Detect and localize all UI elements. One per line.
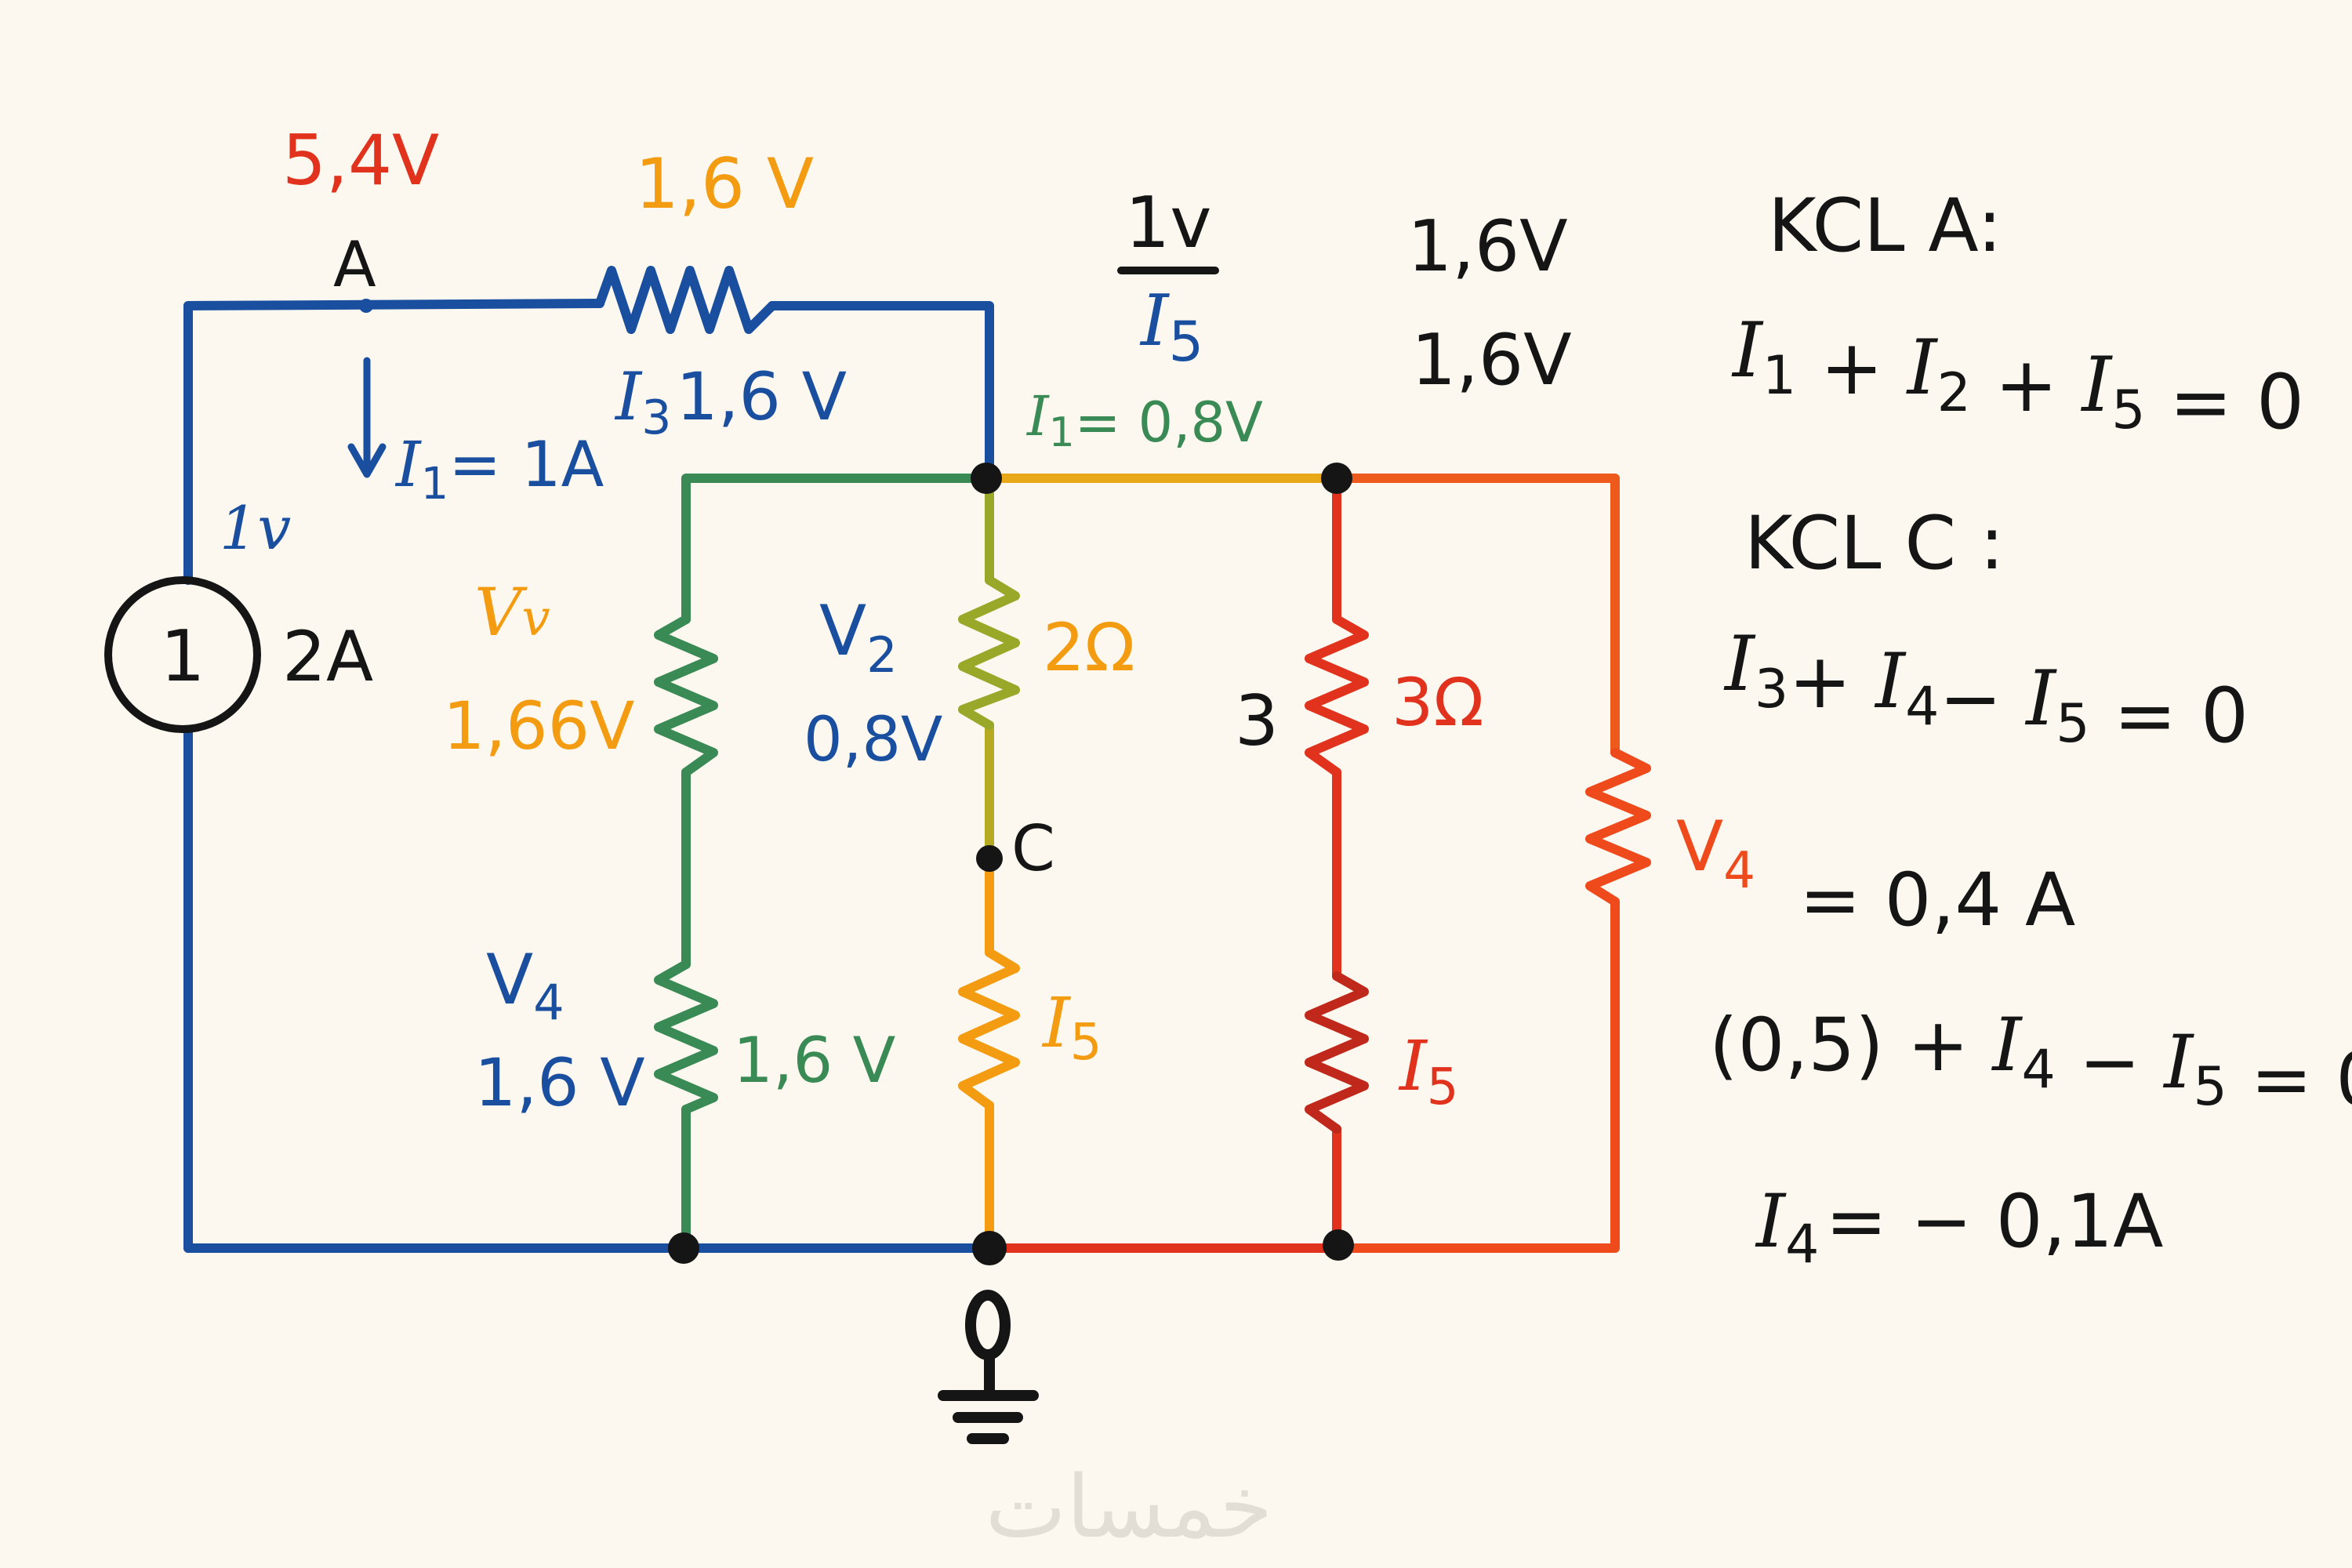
source-voltage: 1v	[220, 493, 291, 563]
equation-operator: = 0	[2089, 672, 2249, 760]
node-a-voltage: 5,4V	[282, 120, 439, 201]
node-top-junction[interactable]	[971, 463, 1002, 494]
wire-top-right	[768, 301, 994, 483]
equation-symbol: I	[1874, 637, 1907, 725]
resistor-top	[595, 266, 777, 334]
equation-subscript: 4	[1905, 676, 1939, 738]
i1-label: I1= 1A	[394, 428, 604, 510]
node-a-dot[interactable]	[359, 299, 373, 313]
i1-green-label: I1= 0,8V	[1025, 384, 1263, 456]
fraction-denominator: I5	[1139, 280, 1203, 374]
i1-arrow-icon	[347, 357, 387, 478]
top-right-value-2: 1,6V	[1411, 319, 1572, 401]
equation-subscript: 5	[2056, 693, 2089, 755]
current-source-icon[interactable]	[104, 576, 261, 733]
equation-operator: = 0	[2146, 358, 2305, 446]
watermark-logo: خمسات	[985, 1457, 1273, 1557]
node-c-label: C	[1011, 812, 1055, 885]
node-top-right-junction[interactable]	[1321, 463, 1352, 494]
kcl-a-title: KCL A:	[1768, 183, 2002, 269]
i5-right-label: I5	[1398, 1025, 1458, 1116]
equation-symbol: I	[1906, 324, 1939, 412]
equation-operator: +	[1796, 324, 1907, 412]
resistor-i5-right	[1305, 971, 1369, 1134]
node-bottom-mid[interactable]	[972, 1231, 1007, 1265]
resistor-green-lower	[654, 960, 718, 1114]
v2-label: V2	[819, 590, 898, 684]
resistance-3ohm: 3Ω	[1392, 664, 1484, 741]
equation-operator: −	[2056, 1020, 2165, 1105]
substitution-equation: (0,5) + I4 − I5 = 0	[1709, 1003, 2352, 1123]
green-side-voltage: 1,6 V	[733, 1024, 896, 1097]
node-bottom-right[interactable]	[1323, 1229, 1354, 1261]
equation-subscript: 5	[2111, 379, 2145, 441]
equation-operator: −	[1939, 655, 2026, 742]
node-a-label: A	[333, 228, 376, 301]
equation-symbol: I	[1991, 1003, 2023, 1088]
kcl-a-equation: I1 + I2 + I5 = 0	[1731, 307, 2304, 446]
resistor-green-upper	[654, 615, 718, 777]
equation-operator: = 0	[2227, 1037, 2352, 1123]
right-branch-left-label: 3	[1235, 681, 1279, 761]
wire-top-redorange	[1332, 474, 1620, 757]
wire-top-left	[183, 299, 604, 310]
equation-operator: (0,5) +	[1709, 1003, 1992, 1088]
equation-symbol: I	[1723, 620, 1756, 708]
ground-label: 0	[989, 0, 990, 1]
equation-operator: +	[1971, 341, 2082, 429]
top-right-value-1: 1,6V	[1407, 205, 1568, 288]
equation-subscript: 5	[2193, 1056, 2227, 1118]
v4-green-voltage: 1,6 V	[474, 1044, 645, 1121]
i4-result: I4= − 0,1A	[1755, 1179, 2163, 1276]
equation-subscript: 1	[1762, 345, 1796, 407]
equation-symbol: I	[2080, 341, 2113, 429]
i5-middle-label: I5	[1041, 982, 1102, 1072]
i3-label: I31,6 V	[614, 358, 847, 445]
node-bottom-green[interactable]	[668, 1232, 699, 1264]
kcl-c-title: KCL C :	[1744, 501, 2005, 586]
resistor-3ohm	[1305, 615, 1369, 777]
v4-result: = 0,4 A	[1799, 858, 2075, 943]
v4-far-label: V4	[1676, 806, 1755, 900]
wire-far-right-lower	[1332, 897, 1620, 1253]
vv-voltage: 1,66V	[443, 688, 635, 764]
source-symbol: 1	[160, 615, 205, 698]
kcl-c-equation: I3+ I4− I5 = 0	[1723, 620, 2249, 760]
resistor-2ohm	[958, 575, 1020, 730]
v2-voltage: 0,8V	[804, 705, 942, 775]
equation-subscript: 3	[1755, 659, 1788, 720]
resistor-v4-far	[1585, 748, 1651, 906]
source-current: 2A	[282, 616, 373, 697]
equation-subscript: 4	[2022, 1039, 2056, 1101]
vv-label: Vv	[474, 574, 550, 651]
resistance-2ohm: 2Ω	[1043, 609, 1135, 686]
equation-symbol: I	[2024, 655, 2057, 742]
equation-subscript: 2	[1937, 362, 1971, 424]
fraction-numerator: 1v	[1125, 182, 1212, 264]
top-resistor-voltage: 1,6 V	[635, 143, 814, 224]
equation-operator: +	[1788, 637, 1875, 725]
ground-icon	[938, 1290, 1039, 1444]
equation-symbol: I	[2162, 1020, 2194, 1105]
v4-green-label: V4	[486, 939, 564, 1031]
resistor-i5-middle	[958, 948, 1020, 1110]
node-c-dot[interactable]	[976, 845, 1003, 872]
equation-symbol: I	[1731, 307, 1764, 394]
wire-green-top	[681, 474, 994, 624]
